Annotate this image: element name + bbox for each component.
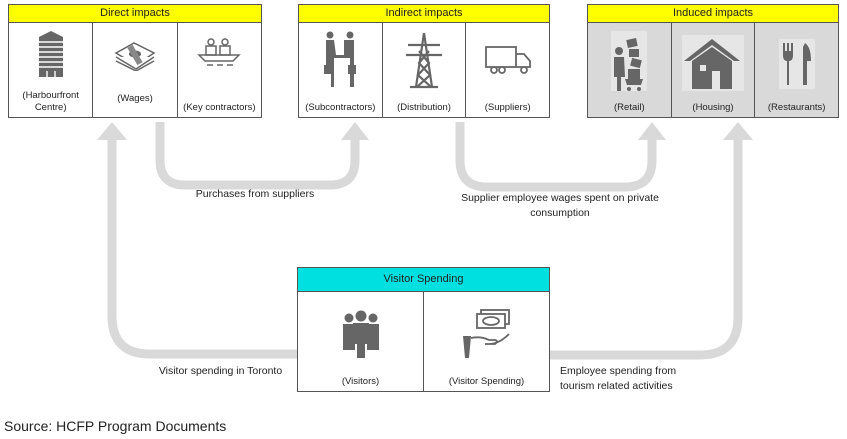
- item-key-contractors: (Key contractors): [178, 23, 261, 117]
- item-distribution: (Distribution): [383, 23, 467, 117]
- item-label: (Subcontractors): [305, 102, 376, 113]
- flow-label-employee-tourism: Employee spending from tourism related a…: [560, 365, 677, 392]
- item-label: (Restaurants): [767, 102, 826, 113]
- flow-label-purchases: Purchases from suppliers: [195, 188, 315, 200]
- item-label: (Wages): [117, 93, 153, 104]
- arrow-purchases: [155, 122, 360, 190]
- indirect-impacts-box: Indirect impacts (Subcontractors) (Distr…: [298, 4, 550, 118]
- flow-label-visitor-toronto: Visitor spending in Toronto: [158, 365, 283, 377]
- item-visitors: (Visitors): [298, 292, 424, 391]
- induced-impacts-title: Induced impacts: [588, 5, 838, 23]
- truck-icon: [484, 45, 532, 80]
- visitor-spending-title: Visitor Spending: [298, 268, 549, 292]
- item-retail: (Retail): [588, 23, 672, 117]
- direct-impacts-title: Direct impacts: [9, 5, 261, 23]
- item-label: (Housing): [692, 102, 734, 113]
- item-visitor-spending: (Visitor Spending): [424, 292, 549, 391]
- direct-impacts-box: Direct impacts (Harbourfront Centre) (Wa…: [8, 4, 262, 118]
- arrowhead-visitor-toronto: [97, 122, 127, 140]
- item-suppliers: (Suppliers): [466, 23, 549, 117]
- cash-in-hand-icon: [461, 308, 513, 365]
- item-label: (Visitors): [341, 376, 380, 387]
- arrowhead-employee-tourism: [723, 122, 753, 140]
- item-harbourfront-centre: (Harbourfront Centre): [9, 23, 94, 117]
- item-label: (Visitor Spending): [448, 376, 525, 387]
- visitor-spending-box: Visitor Spending (Visitors) (Visitor Spe…: [297, 267, 550, 392]
- handshake-icon: [322, 31, 358, 92]
- item-label: (Retail): [614, 102, 645, 113]
- arrow-visitor-toronto: [107, 138, 297, 359]
- office-building-icon: [36, 31, 66, 84]
- source-note: Source: HCFP Program Documents: [4, 418, 227, 434]
- arrowhead-supplier-wages: [638, 122, 666, 140]
- item-label: (Key contractors): [183, 102, 256, 113]
- flow-label-supplier-wages: Supplier employee wages spent on private…: [461, 192, 659, 219]
- house-icon: [682, 35, 744, 96]
- arrowhead-purchases: [341, 122, 369, 140]
- item-restaurants: (Restaurants): [755, 23, 838, 117]
- induced-impacts-box: Induced impacts (Retail) (Housing) (Rest…: [587, 4, 839, 118]
- fork-knife-icon: [778, 39, 815, 94]
- item-wages: (Wages): [93, 23, 178, 117]
- item-subcontractors: (Subcontractors): [299, 23, 383, 117]
- item-label: (Harbourfront Centre): [22, 90, 79, 113]
- item-label: (Distribution): [397, 102, 451, 113]
- money-stack-icon: [114, 39, 156, 76]
- indirect-impacts-title: Indirect impacts: [299, 5, 549, 23]
- arrow-supplier-wages: [455, 122, 657, 192]
- item-housing: (Housing): [672, 23, 756, 117]
- arrow-employee-tourism: [549, 140, 743, 360]
- item-label: (Suppliers): [484, 102, 531, 113]
- people-group-icon: [341, 310, 381, 363]
- power-tower-icon: [404, 31, 444, 94]
- workers-conveyor-icon: [197, 37, 242, 72]
- shopping-cart-icon: [611, 31, 648, 96]
